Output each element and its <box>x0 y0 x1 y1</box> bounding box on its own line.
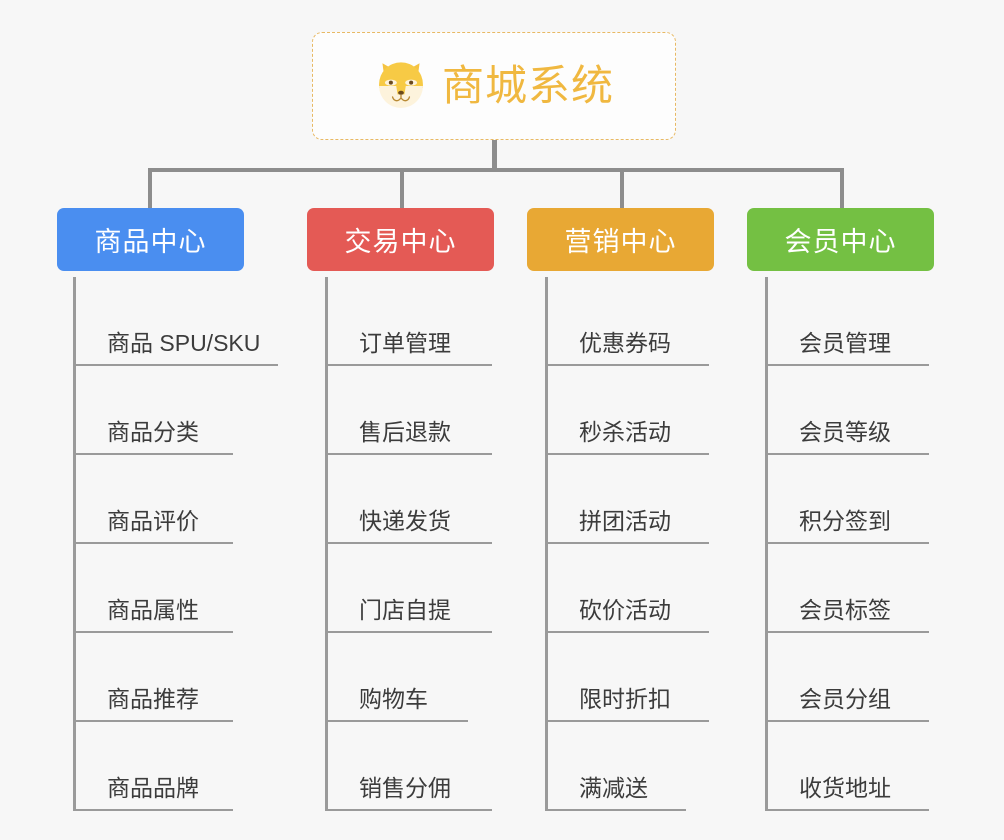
leaf-label: 商品评价 <box>107 508 199 535</box>
branch-spine <box>325 277 328 811</box>
connector-drop-3 <box>620 168 624 210</box>
connector-root-stem <box>492 140 497 170</box>
leaf-item[interactable]: 商品推荐 <box>73 633 233 722</box>
leaf-item[interactable]: 快递发货 <box>325 455 492 544</box>
leaf-item[interactable]: 销售分佣 <box>325 722 492 811</box>
leaf-label: 会员等级 <box>799 419 891 446</box>
leaf-label: 限时折扣 <box>579 686 671 713</box>
leaf-label: 积分签到 <box>799 508 891 535</box>
category-box-marketing[interactable]: 营销中心 <box>527 208 714 271</box>
leaf-label: 满减送 <box>579 775 648 802</box>
category-label: 交易中心 <box>344 227 457 257</box>
leaf-item[interactable]: 订单管理 <box>325 277 492 366</box>
leaf-item[interactable]: 商品分类 <box>73 366 233 455</box>
leaf-item[interactable]: 会员标签 <box>765 544 929 633</box>
leaf-item[interactable]: 拼团活动 <box>545 455 709 544</box>
leaf-label: 购物车 <box>359 686 428 713</box>
leaf-label: 销售分佣 <box>359 775 451 802</box>
leaf-label: 售后退款 <box>359 419 451 446</box>
leaf-label: 会员标签 <box>799 597 891 624</box>
connector-drop-1 <box>148 168 152 210</box>
leaf-label: 秒杀活动 <box>579 419 671 446</box>
root-node[interactable]: 商城系统 <box>312 32 676 140</box>
leaf-item[interactable]: 商品 SPU/SKU <box>73 277 278 366</box>
connector-drop-4 <box>840 168 844 210</box>
leaf-label: 门店自提 <box>359 597 451 624</box>
leaf-label: 收货地址 <box>799 775 891 802</box>
leaf-item[interactable]: 售后退款 <box>325 366 492 455</box>
leaf-label: 商品分类 <box>107 419 199 446</box>
category-label: 会员中心 <box>784 227 897 257</box>
leaf-label: 商品品牌 <box>107 775 199 802</box>
category-box-product[interactable]: 商品中心 <box>57 208 244 271</box>
leaf-item[interactable]: 优惠券码 <box>545 277 709 366</box>
branch-spine <box>73 277 76 811</box>
leaf-item[interactable]: 购物车 <box>325 633 468 722</box>
leaf-item[interactable]: 限时折扣 <box>545 633 709 722</box>
leaf-item[interactable]: 会员管理 <box>765 277 929 366</box>
category-label: 营销中心 <box>564 227 677 257</box>
leaf-label: 优惠券码 <box>579 330 671 357</box>
leaf-item[interactable]: 满减送 <box>545 722 686 811</box>
leaf-item[interactable]: 积分签到 <box>765 455 929 544</box>
root-title: 商城系统 <box>441 62 614 109</box>
leaf-label: 会员管理 <box>799 330 891 357</box>
leaf-item[interactable]: 砍价活动 <box>545 544 709 633</box>
leaf-item[interactable]: 会员等级 <box>765 366 929 455</box>
leaf-item[interactable]: 收货地址 <box>765 722 929 811</box>
branch-spine <box>765 277 768 811</box>
leaf-label: 砍价活动 <box>579 597 671 624</box>
connector-horizontal-bus <box>148 168 844 172</box>
leaf-item[interactable]: 商品品牌 <box>73 722 233 811</box>
category-label: 商品中心 <box>94 227 207 257</box>
category-box-member[interactable]: 会员中心 <box>747 208 934 271</box>
connector-drop-2 <box>400 168 404 210</box>
leaf-label: 商品 SPU/SKU <box>107 330 261 357</box>
leaf-item[interactable]: 会员分组 <box>765 633 929 722</box>
leaf-label: 商品推荐 <box>107 686 199 713</box>
leaf-label: 快递发货 <box>359 508 451 535</box>
leaf-label: 商品属性 <box>107 597 199 624</box>
leaf-item[interactable]: 商品评价 <box>73 455 233 544</box>
leaf-label: 拼团活动 <box>579 508 671 535</box>
leaf-item[interactable]: 门店自提 <box>325 544 492 633</box>
category-box-trade[interactable]: 交易中心 <box>307 208 494 271</box>
leaf-item[interactable]: 秒杀活动 <box>545 366 709 455</box>
leaf-item[interactable]: 商品属性 <box>73 544 233 633</box>
leaf-label: 会员分组 <box>799 686 891 713</box>
leaf-label: 订单管理 <box>359 330 451 357</box>
branch-spine <box>545 277 548 811</box>
shiba-dog-face-icon <box>374 59 428 113</box>
